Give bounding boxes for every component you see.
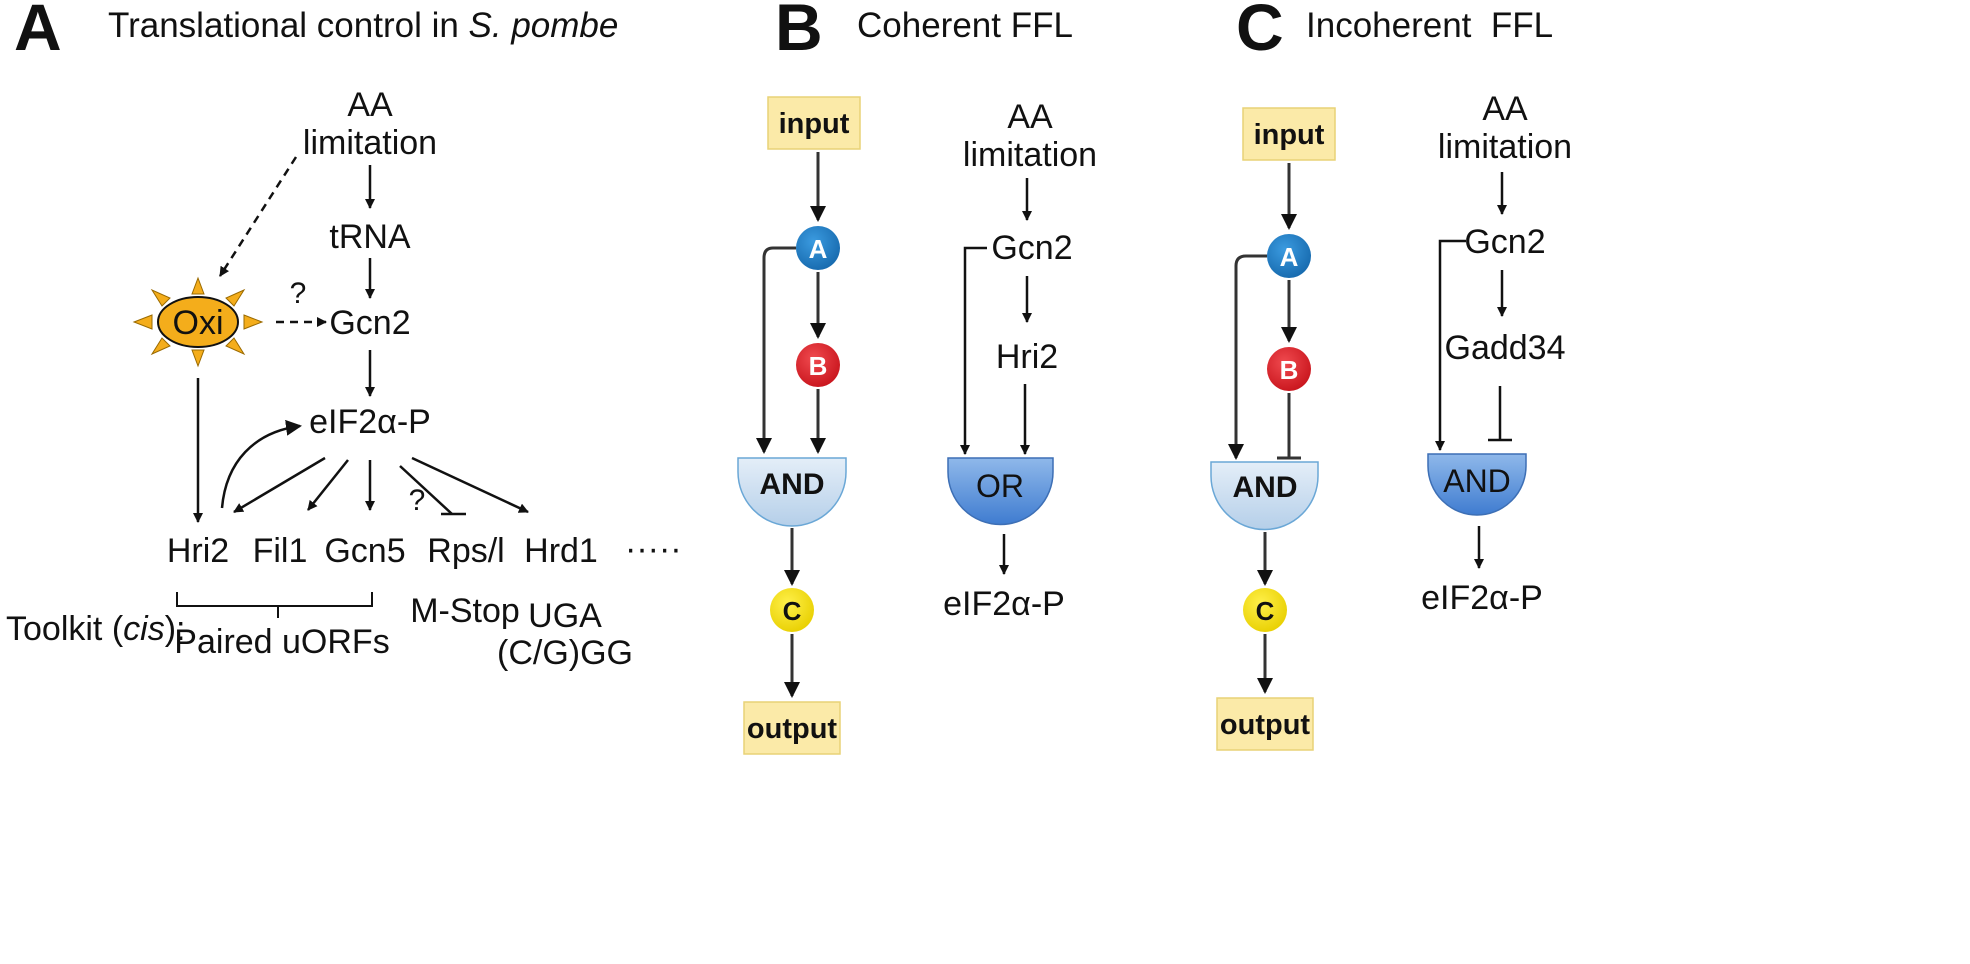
panel-c-title: Incoherent FFL — [1306, 6, 1553, 45]
b-and-label: AND — [760, 468, 825, 501]
a-aa-label-line2: limitation — [303, 124, 437, 162]
a-target-rps: Rps/l — [427, 532, 504, 570]
a-target-gcn5: Gcn5 — [324, 532, 405, 570]
panel-a-letter: A — [14, 0, 62, 64]
b-output-box — [743, 701, 841, 755]
panel-c: C Incoherent FFL input A B AND C output … — [1210, 0, 1572, 751]
c-node-c-label: C — [1256, 596, 1275, 626]
panel-b-letter: B — [775, 0, 823, 64]
c-input-label: input — [1254, 119, 1325, 151]
a-paired-uorfs: Paired uORFs — [174, 623, 389, 661]
a-question-rps: ? — [409, 484, 426, 517]
panel-a: A Translational control in S. pombe AA l… — [6, 0, 682, 672]
b-gcn2-label: Gcn2 — [991, 229, 1072, 267]
a-arrow-hri2-eif2a-feedback — [220, 419, 302, 509]
c-node-c — [1243, 588, 1287, 632]
b-eif2a-label: eIF2α-P — [943, 585, 1065, 623]
a-eif2a-label: eIF2α-P — [309, 403, 431, 441]
b-input-label: input — [779, 108, 850, 140]
c-aa-line2: limitation — [1438, 128, 1572, 166]
a-arrow-aa-oxi-dashed — [218, 156, 298, 277]
c-eif2a-label: eIF2α-P — [1421, 579, 1543, 617]
b-node-b-label: B — [809, 351, 828, 381]
b-or-label: OR — [976, 468, 1024, 504]
a-question-oxi: ? — [290, 277, 307, 310]
b-arrow-gcn2-or — [960, 246, 987, 455]
panel-b-title: Coherent FFL — [857, 6, 1073, 45]
b-node-a-label: A — [809, 234, 828, 264]
b-aa-line1: AA — [1007, 98, 1053, 136]
b-output-label: output — [747, 713, 838, 745]
a-uga-line2: (C/G)GG — [497, 634, 633, 672]
a-uorf-bracket — [176, 592, 373, 607]
c-and-gate — [1210, 461, 1319, 531]
c-node-b — [1267, 347, 1311, 391]
a-target-fil1: Fil1 — [253, 532, 308, 570]
oxi-label: Oxi — [173, 304, 224, 342]
a-uga-line1: UGA — [528, 597, 602, 635]
b-hri2-label: Hri2 — [996, 338, 1058, 376]
a-gcn2-label: Gcn2 — [329, 304, 410, 342]
a-arrow-eif2a-hrd1 — [411, 456, 529, 514]
c-node-a — [1267, 234, 1311, 278]
c-gadd34-label: Gadd34 — [1445, 329, 1566, 367]
c-and-label: AND — [1233, 471, 1298, 504]
panel-c-letter: C — [1236, 0, 1284, 64]
a-aa-label-line1: AA — [347, 86, 393, 124]
b-or-gate — [947, 457, 1054, 526]
c-and-gate-bio — [1427, 453, 1527, 516]
a-target-hri2: Hri2 — [167, 532, 229, 570]
b-arrow-a-and — [756, 246, 796, 454]
b-node-b — [796, 343, 840, 387]
c-output-box — [1216, 697, 1314, 751]
c-arrow-a-and — [1228, 254, 1267, 460]
c-output-label: output — [1220, 709, 1311, 741]
b-aa-line2: limitation — [963, 136, 1097, 174]
b-and-gate — [737, 457, 847, 527]
a-toolkit-label: Toolkit (cis): — [6, 610, 185, 648]
c-gcn2-label: Gcn2 — [1464, 223, 1545, 261]
a-ellipsis: ····· — [625, 530, 682, 568]
c-input-box — [1242, 107, 1336, 161]
a-inhibit-eif2a-rps — [399, 465, 453, 515]
b-input-box — [767, 96, 861, 150]
a-arrow-eif2a-hri2 — [233, 456, 326, 514]
a-arrow-eif2a-fil1 — [307, 459, 349, 511]
oxi-sun: Oxi — [132, 276, 264, 368]
c-node-a-label: A — [1280, 242, 1299, 272]
b-node-c — [770, 588, 814, 632]
a-target-hrd1: Hrd1 — [524, 532, 598, 570]
a-mstop: M-Stop — [410, 592, 520, 630]
c-and-bio-label: AND — [1443, 463, 1511, 499]
c-aa-line1: AA — [1482, 90, 1528, 128]
panel-b: B Coherent FFL input A B AND C output AA… — [737, 0, 1097, 755]
b-node-a — [796, 226, 840, 270]
c-arrow-gcn2-and — [1435, 239, 1466, 451]
c-node-b-label: B — [1280, 355, 1299, 385]
a-trna-label: tRNA — [329, 218, 411, 256]
b-node-c-label: C — [783, 596, 802, 626]
panel-a-title: Translational control in S. pombe — [108, 6, 618, 45]
